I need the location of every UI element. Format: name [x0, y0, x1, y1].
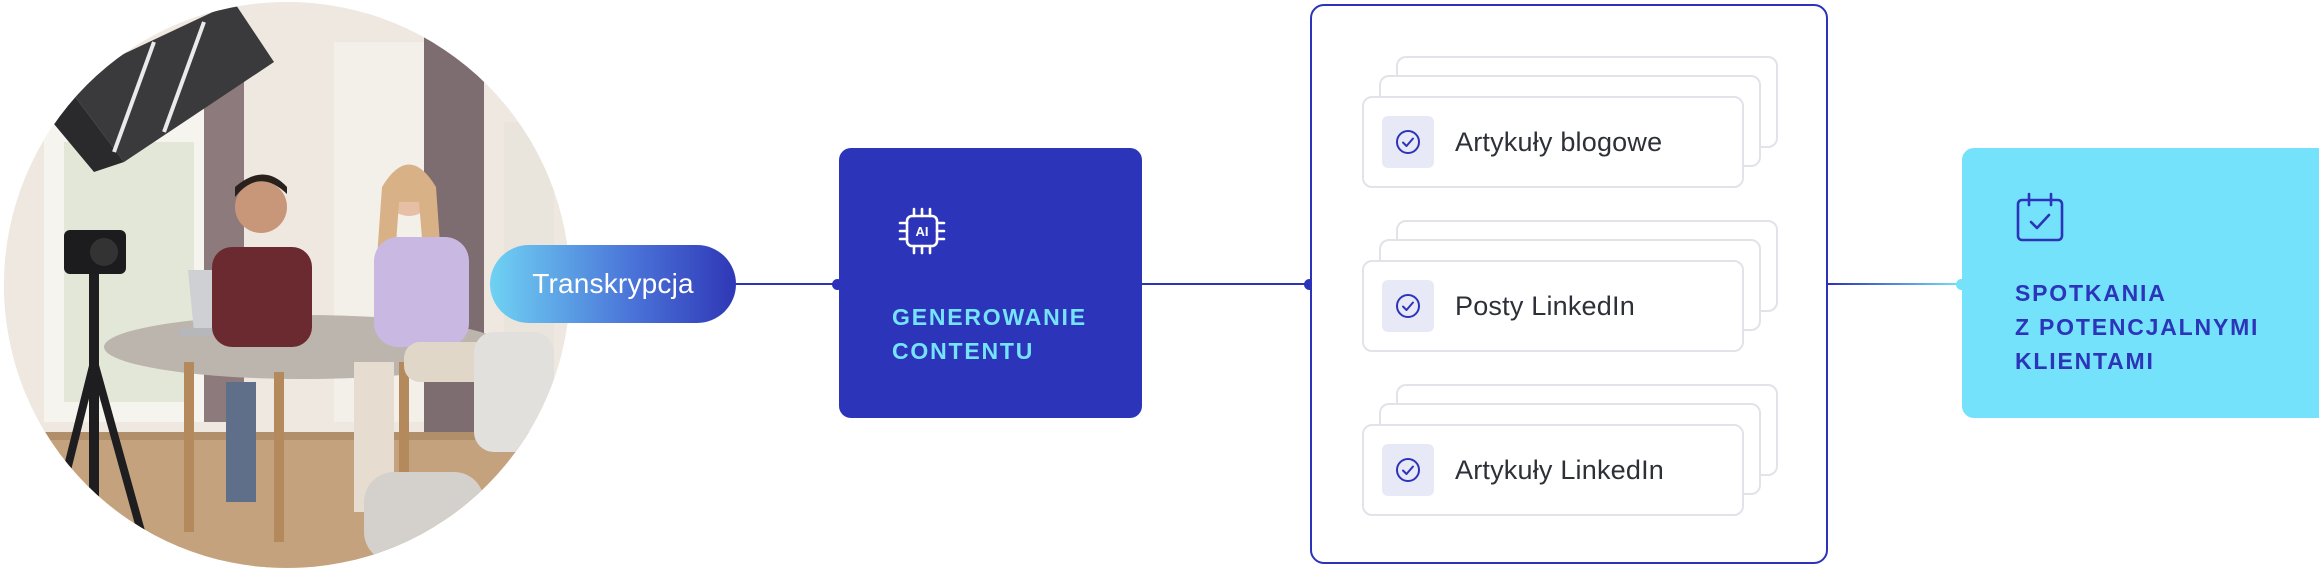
- output-label: Posty LinkedIn: [1455, 290, 1635, 321]
- output-label: Artykuły LinkedIn: [1455, 454, 1664, 485]
- ai-chip-icon: AI: [898, 207, 946, 255]
- content-generation-box: AI GENEROWANIE CONTENTU: [839, 148, 1142, 418]
- connector-line-3: [1828, 283, 1962, 285]
- client-meetings-box: SPOTKANIA Z POTENCJALNYMI KLIENTAMI: [1962, 148, 2319, 418]
- outputs-frame: Artykuły blogowe Posty LinkedIn Artykuły…: [1310, 4, 1828, 564]
- connector-dot-3: [1956, 279, 1967, 290]
- connector-dot-2: [1304, 279, 1315, 290]
- content-generation-title: GENEROWANIE CONTENTU: [892, 304, 1087, 364]
- podcast-recording-photo: [4, 2, 570, 568]
- calendar-check-icon: [2016, 192, 2064, 242]
- transcription-label: Transkrypcja: [532, 268, 694, 299]
- connector-line-1: [736, 283, 839, 285]
- output-card-linkedin-articles: Artykuły LinkedIn: [1362, 424, 1744, 516]
- transcription-pill: Transkrypcja: [490, 245, 736, 323]
- check-circle-icon: [1382, 444, 1434, 496]
- output-card-blog-articles: Artykuły blogowe: [1362, 96, 1744, 188]
- check-circle-icon: [1382, 280, 1434, 332]
- output-label: Artykuły blogowe: [1455, 126, 1663, 157]
- output-card-linkedin-posts: Posty LinkedIn: [1362, 260, 1744, 352]
- client-meetings-title: SPOTKANIA Z POTENCJALNYMI KLIENTAMI: [2015, 280, 2260, 374]
- connector-dot-1: [832, 279, 843, 290]
- check-circle-icon: [1382, 116, 1434, 168]
- photo-illustration: [4, 2, 570, 568]
- svg-text:AI: AI: [916, 224, 929, 239]
- connector-line-2: [1142, 283, 1310, 285]
